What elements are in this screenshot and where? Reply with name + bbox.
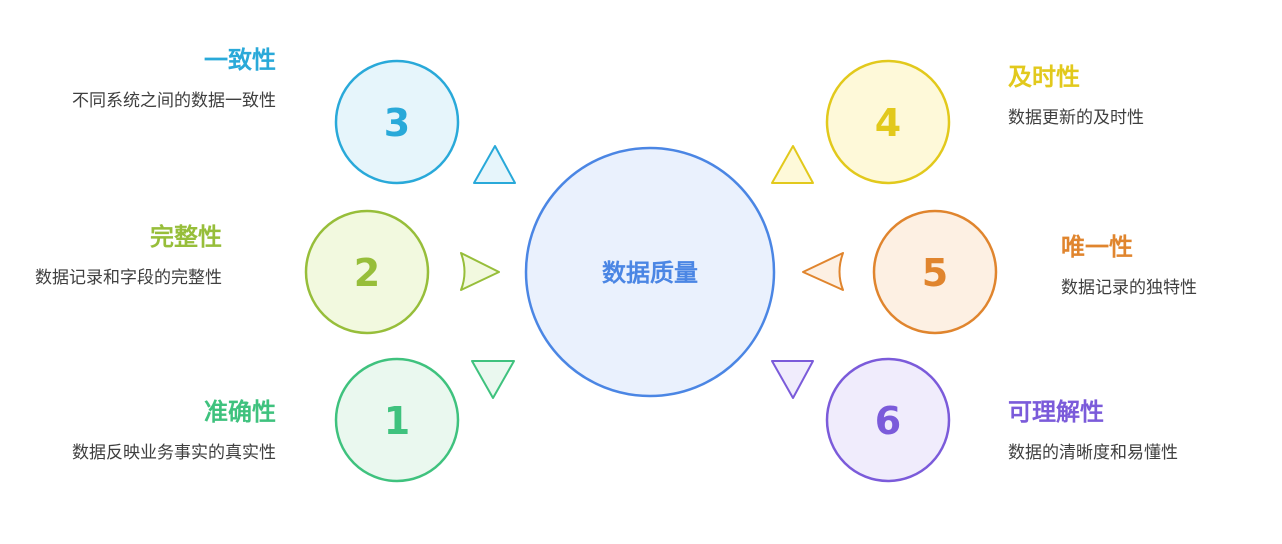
item-arrow-6: [771, 360, 814, 399]
item-node-2: 2: [304, 209, 500, 335]
item-circle-4: [825, 59, 951, 185]
item-title-2: 完整性: [150, 223, 222, 251]
item-title-6: 可理解性: [1008, 398, 1104, 426]
item-circle-1: [334, 357, 460, 483]
item-circle-5: [872, 209, 998, 335]
item-circle-6: [825, 357, 951, 483]
item-desc-4: 数据更新的及时性: [1008, 108, 1144, 128]
item-arrow-4: [771, 145, 814, 184]
item-label-6: 可理解性 数据的清晰度和易懂性: [1008, 397, 1212, 465]
item-node-1: 1: [334, 357, 515, 483]
item-title-4: 及时性: [1008, 63, 1080, 91]
item-arrow-5: [802, 252, 844, 291]
item-node-5: 5: [802, 209, 998, 335]
item-label-5: 唯一性 数据记录的独特性: [1061, 232, 1271, 300]
item-number-1: 1: [384, 399, 410, 443]
item-label-4: 及时性 数据更新的及时性: [1008, 62, 1238, 130]
item-circle-3: [334, 59, 460, 185]
item-circle-2: [304, 209, 430, 335]
item-number-3: 3: [384, 101, 410, 145]
center-circle: [524, 146, 776, 398]
item-label-1: 准确性 数据反映业务事实的真实性: [60, 397, 276, 465]
item-arrow-3: [473, 145, 516, 184]
item-title-3: 一致性: [204, 46, 276, 74]
item-node-4: 4: [771, 59, 951, 185]
item-arrow-1: [471, 360, 515, 399]
item-number-5: 5: [922, 251, 948, 295]
item-title-1: 准确性: [204, 398, 276, 426]
item-label-2: 完整性 数据记录和字段的完整性: [14, 222, 222, 290]
item-desc-5: 数据记录的独特性: [1061, 278, 1197, 298]
item-desc-2: 数据记录和字段的完整性: [35, 268, 222, 288]
item-number-2: 2: [354, 251, 380, 295]
center-label: 数据质量: [602, 259, 698, 287]
item-node-3: 3: [334, 59, 516, 185]
item-desc-6: 数据的清晰度和易懂性: [1008, 443, 1178, 463]
item-number-6: 6: [875, 399, 901, 443]
item-node-6: 6: [771, 357, 951, 483]
item-desc-3: 不同系统之间的数据一致性: [72, 91, 276, 111]
item-label-3: 一致性 不同系统之间的数据一致性: [60, 45, 276, 113]
item-number-4: 4: [875, 101, 901, 145]
item-title-5: 唯一性: [1061, 233, 1133, 261]
item-desc-1: 数据反映业务事实的真实性: [72, 443, 276, 463]
item-arrow-2: [460, 252, 500, 291]
